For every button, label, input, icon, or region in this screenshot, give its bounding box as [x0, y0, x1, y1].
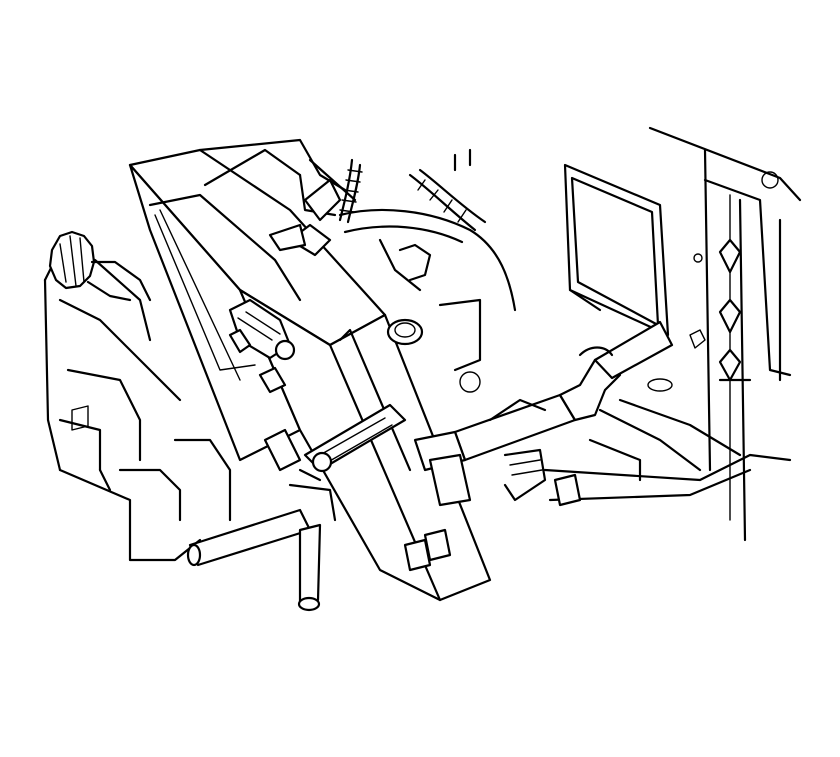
control-module-housing [128, 138, 492, 602]
knurled-knob [48, 230, 152, 302]
corrugated-harness [338, 148, 487, 232]
module-connector [228, 298, 296, 394]
upper-retainer-clip [268, 178, 342, 257]
lower-clips [263, 428, 472, 572]
access-frame [563, 163, 670, 337]
grommet [386, 318, 424, 346]
center-harness [338, 208, 517, 393]
right-panel [648, 126, 802, 542]
lower-hoses [186, 468, 337, 612]
lower-channel [543, 378, 792, 507]
diamond-markers [689, 194, 742, 521]
slotted-bracket [303, 403, 407, 473]
left-structure [43, 248, 232, 562]
